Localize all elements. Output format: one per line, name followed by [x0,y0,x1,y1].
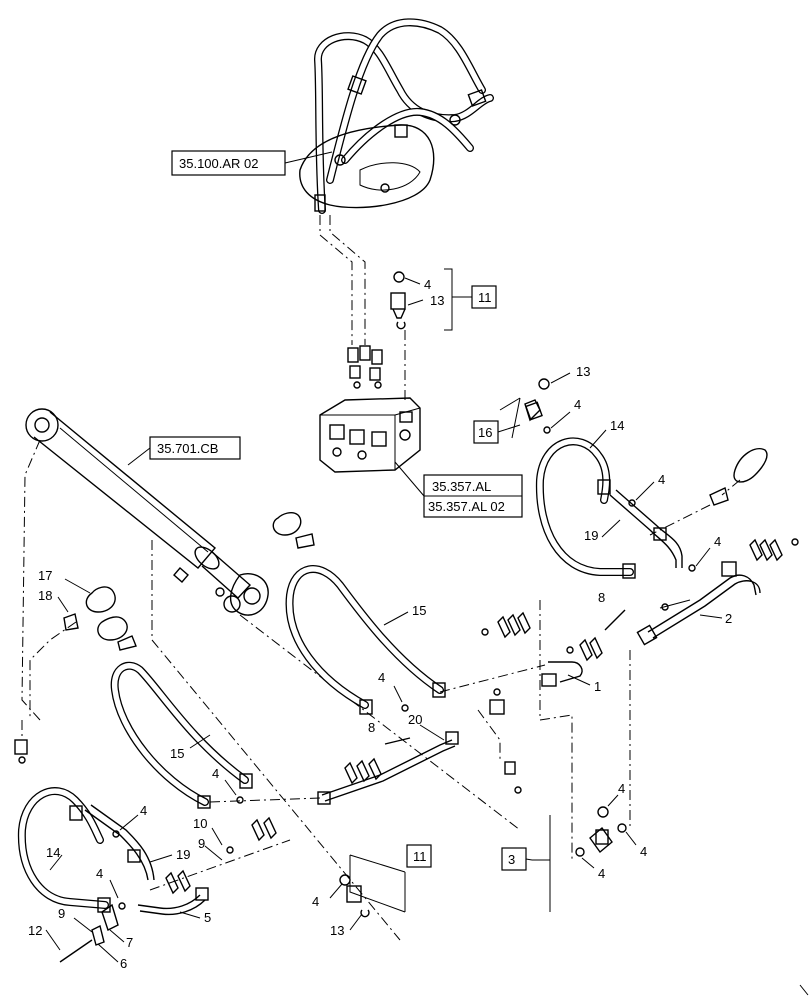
callout-label: 13 [430,293,444,308]
reference-label: 35.357.AL 02 [428,499,505,514]
callout-label: 4 [140,803,147,818]
callout-label: 14 [610,418,624,433]
reference-box [171,150,286,176]
callout-label: 4 [212,766,219,781]
callout-label: 13 [330,923,344,938]
callout-label: 4 [598,866,605,881]
callout-label: 17 [38,568,52,583]
fitting [14,739,28,764]
bracket [59,903,119,963]
callout-label: 15 [170,746,184,761]
clamp-set [481,611,603,662]
callout-label: 4 [618,781,625,796]
reference-label: 35.357.AL [432,479,491,494]
reference-label: 35.100.AR 02 [179,156,259,171]
connector-line [539,600,573,860]
reference-label: 35.701.CB [157,441,218,456]
group-label: 3 [508,852,515,867]
callout-label: 9 [58,906,65,921]
callout-label: 4 [658,472,665,487]
callout-label: 4 [424,277,431,292]
callout-label: 9 [198,836,205,851]
callout-label: 1 [594,679,601,694]
fitting [489,688,522,794]
callout-label: 12 [28,923,42,938]
callout-label: 13 [576,364,590,379]
callout-label: 4 [574,397,581,412]
callout-label: 4 [714,534,721,549]
callout-label: 15 [412,603,426,618]
group-11-bottom: 11 4 13 [312,844,432,938]
hydraulic-cylinder-illustration [25,408,269,616]
hose-assembly-illustration [299,18,494,214]
group-label: 11 [413,849,427,864]
callout-label: 14 [46,845,60,860]
clamp-set [749,538,799,562]
group-3: 3 4 4 4 [501,781,647,912]
group-label: 16 [478,425,492,440]
callout-label: 18 [38,588,52,603]
group-11-top: 4 13 11 [390,268,497,331]
connector-line [319,215,353,345]
group-label: 11 [478,290,492,305]
callout-label: 7 [126,935,133,950]
callout-label: 4 [312,894,319,909]
control-valve-illustration [319,397,421,473]
callout-label: 19 [584,528,598,543]
clamp-set [165,816,277,895]
callout-label: 5 [204,910,211,925]
callout-label: 2 [725,611,732,626]
valve-fittings [347,345,383,389]
connector-line [239,614,521,831]
connector-line [151,540,401,941]
clamp-set [344,757,382,785]
group-16: 13 4 16 [473,364,590,444]
callout-label: 4 [378,670,385,685]
callout-label: 8 [598,590,605,605]
connector-line [329,215,366,345]
callout-label: 4 [96,866,103,881]
callout-label: 20 [408,712,422,727]
callout-label: 19 [176,847,190,862]
callout-label: 10 [193,816,207,831]
callout-label: 4 [640,844,647,859]
callout-label: 8 [368,720,375,735]
callout-label: 6 [120,956,127,971]
